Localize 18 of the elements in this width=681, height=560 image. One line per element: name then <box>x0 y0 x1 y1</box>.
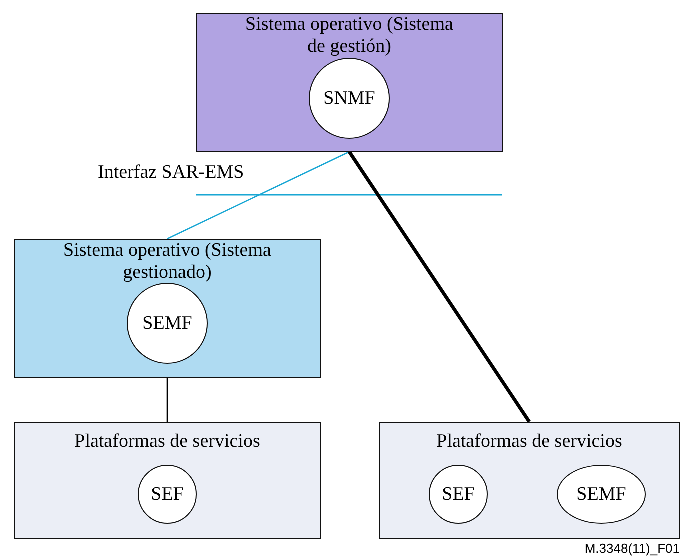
function-label: SEMF <box>142 312 192 334</box>
box-title: Sistema operativo (Sistema gestionado) <box>62 240 272 284</box>
platform-box <box>14 422 321 539</box>
connector-line <box>348 151 531 423</box>
function-label: SEMF <box>576 484 626 506</box>
function-label: SEF <box>442 484 475 506</box>
function-label: SEF <box>151 484 184 506</box>
box-title: Plataformas de servicios <box>436 431 624 453</box>
box-title: Plataformas de servicios <box>74 431 262 453</box>
figure-id: M.3348(11)_F01 <box>584 541 680 556</box>
system-box <box>14 239 321 378</box>
box-title: Sistema operativo (Sistema de gestión) <box>244 14 454 58</box>
connector-line <box>166 378 168 422</box>
connector-line <box>167 151 350 240</box>
interface-label: Interfaz SAR-EMS <box>98 162 244 184</box>
function-label: SNMF <box>324 88 376 110</box>
platform-box <box>379 422 680 539</box>
system-box <box>196 13 503 152</box>
